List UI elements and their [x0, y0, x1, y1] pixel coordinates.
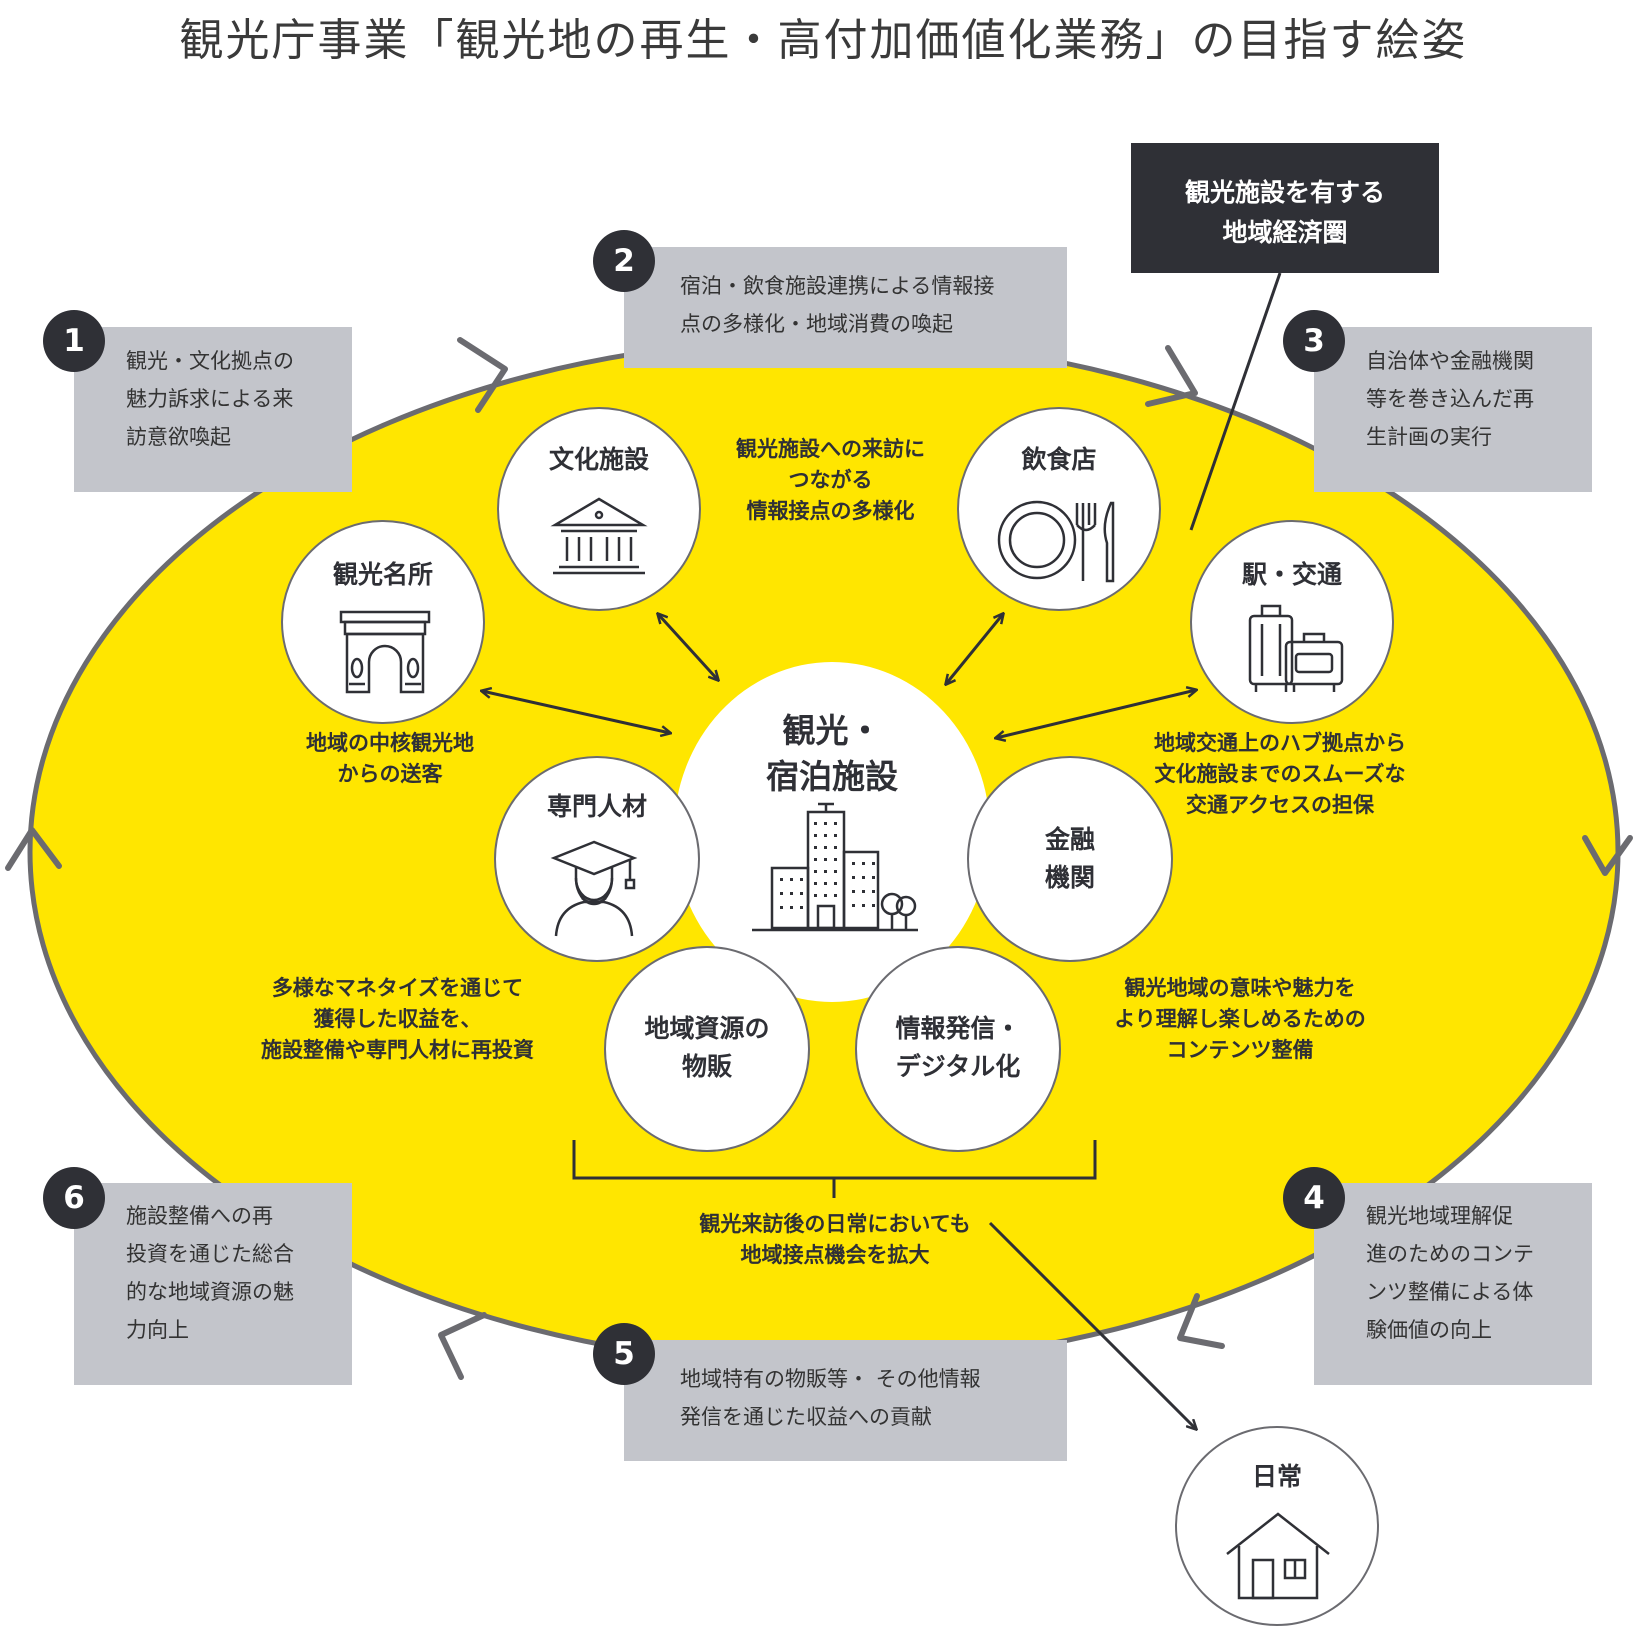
step-3-box: 自治体や金融機関 等を巻き込んだ再 生計画の実行	[1314, 327, 1592, 492]
node-daily: 日常	[1175, 1426, 1379, 1626]
node-landmark-label: 観光名所	[332, 560, 433, 589]
luggage-icon	[1248, 604, 1344, 692]
node-culture-label: 文化施設	[548, 445, 649, 474]
caption-info-points: 観光施設への来訪に つながる 情報接点の多様化	[736, 437, 925, 523]
node-finance: 金融 機関	[967, 756, 1173, 962]
node-talent: 専門人材	[494, 756, 700, 962]
node-finance-label-2: 機関	[1044, 863, 1095, 892]
step-6-badge: 6	[43, 1167, 105, 1229]
caption-monetize: 多様なマネタイズを通じて 獲得した収益を、 施設整備や専門人材に再投資	[261, 976, 534, 1062]
museum-icon	[550, 497, 648, 575]
node-digital-label-1: 情報発信・	[895, 1014, 1021, 1043]
node-local-goods-label-2: 物販	[681, 1052, 732, 1081]
step-1-badge: 1	[43, 310, 105, 372]
node-local-goods: 地域資源の 物販	[604, 946, 810, 1152]
step-1-box: 観光・文化拠点の 魅力訴求による来 訪意欲喚起	[74, 327, 352, 492]
node-culture: 文化施設	[497, 407, 701, 611]
node-restaurant: 飲食店	[957, 407, 1161, 611]
node-digital: 情報発信・ デジタル化	[855, 946, 1061, 1152]
arrow-station-center	[996, 690, 1196, 738]
node-station: 駅・交通	[1190, 520, 1394, 724]
step-3-badge: 3	[1283, 310, 1345, 372]
arrow-restaurant-center	[946, 614, 1003, 684]
zone-label-pointer	[1189, 272, 1282, 531]
node-daily-label: 日常	[1251, 1462, 1302, 1491]
step-6-box: 施設整備への再 投資を通じた総合 的な地域資源の魅 力向上	[74, 1183, 352, 1385]
node-finance-label-1: 金融	[1044, 825, 1095, 854]
ring-chevron-4	[1177, 1293, 1225, 1349]
arrow-to-daily	[988, 1221, 1196, 1429]
arrow-culture-center	[658, 614, 718, 680]
ring-chevron-6	[5, 827, 62, 871]
caption-after-visit: 観光来訪後の日常においても 地域接点機会を拡大	[699, 1212, 971, 1267]
caption-core-spot: 地域の中核観光地 からの送客	[306, 731, 474, 786]
step-4-box: 観光地域理解促 進のためのコンテ ンツ整備による体 験価値の向上	[1314, 1183, 1592, 1385]
node-talent-label: 専門人材	[546, 792, 647, 821]
center-label: 観光・ 宿泊施設	[766, 711, 898, 796]
node-digital-label-2: デジタル化	[895, 1052, 1021, 1081]
node-station-label: 駅・交通	[1241, 560, 1342, 589]
node-restaurant-label: 飲食店	[1021, 445, 1097, 474]
caption-transport: 地域交通上のハブ拠点から 文化施設までのスムーズな 交通アクセスの担保	[1154, 731, 1406, 817]
step-5-badge: 5	[593, 1323, 655, 1385]
step-2-box: 宿泊・飲食施設連携による情報接 点の多様化・地域消費の喚起	[624, 247, 1067, 368]
arrow-landmark-center	[482, 691, 670, 733]
ring-chevron-2	[1145, 345, 1198, 407]
graduate-icon	[550, 840, 638, 937]
ring-chevron-5	[438, 1312, 487, 1380]
ring-chevron-3	[1582, 835, 1633, 876]
economic-zone-label: 観光施設を有する 地域経済圏	[1131, 143, 1439, 273]
center-blob	[674, 662, 990, 1002]
node-landmark: 観光名所	[281, 520, 485, 724]
arch-monument-icon	[339, 610, 431, 694]
plate-cutlery-icon	[997, 500, 1115, 583]
step-5-box: 地域特有の物販等・ その他情報 発信を通じた収益への貢献	[624, 1340, 1067, 1461]
house-icon	[1226, 1512, 1330, 1600]
ring-chevron-1	[457, 337, 508, 413]
page-title: 観光庁事業「観光地の再生・高付加価値化業務」の目指す絵姿	[179, 15, 1468, 66]
node-local-goods-label-1: 地域資源の	[644, 1014, 770, 1043]
step-2-badge: 2	[593, 230, 655, 292]
hotel-building-icon	[752, 802, 918, 932]
step-4-badge: 4	[1283, 1167, 1345, 1229]
caption-content: 観光地域の意味や魅力を より理解し楽しめるための コンテンツ整備	[1114, 976, 1366, 1062]
